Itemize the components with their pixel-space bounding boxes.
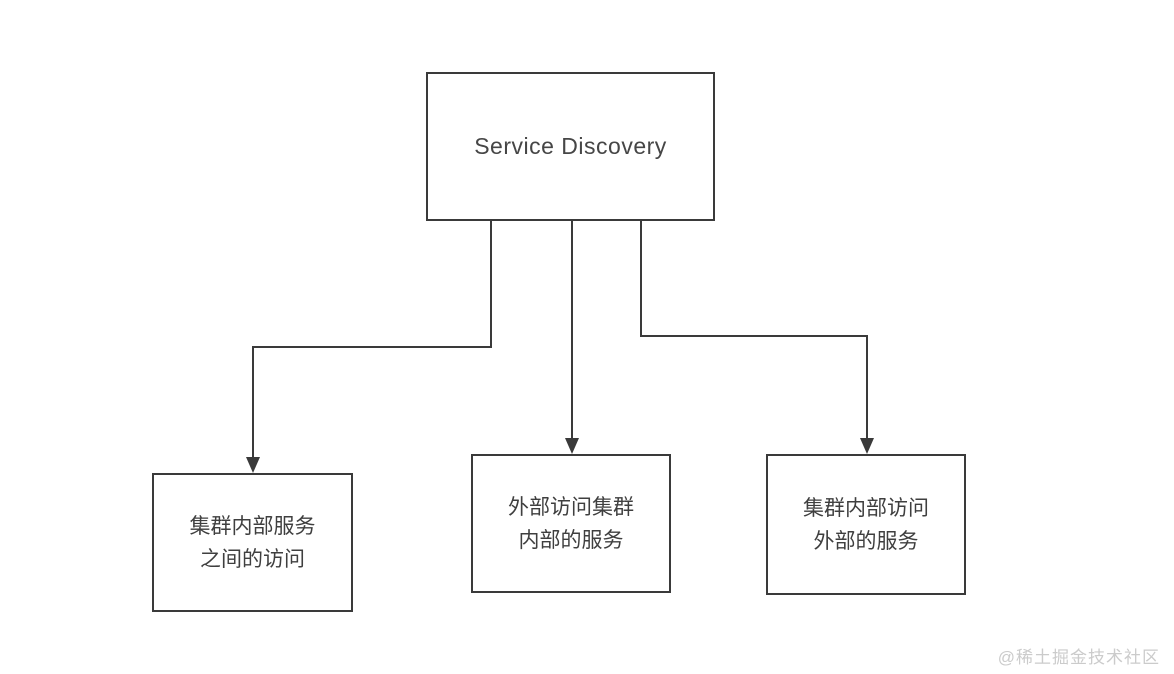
connector-left	[252, 221, 492, 458]
node-cluster-internal-service-access: 集群内部服务 之间的访问	[152, 473, 353, 612]
arrowhead-middle-icon	[565, 438, 579, 454]
node-label-line: 外部的服务	[813, 529, 919, 553]
node-label-line: 内部的服务	[518, 528, 624, 552]
watermark: @稀土掘金技术社区	[997, 648, 1160, 667]
node-label-line: 集群内部访问	[803, 496, 929, 520]
node-cluster-access-to-external-services: 集群内部访问 外部的服务	[766, 454, 966, 595]
node-external-access-to-cluster-services: 外部访问集群 内部的服务	[471, 454, 671, 593]
connector-right	[640, 221, 868, 439]
arrowhead-left-icon	[246, 457, 260, 473]
node-label-line: 之间的访问	[200, 547, 305, 571]
node-service-discovery-label: Service Discovery	[474, 133, 667, 159]
node-service-discovery: Service Discovery	[426, 72, 715, 221]
node-label-line: 集群内部服务	[189, 514, 316, 538]
node-label-line: 外部访问集群	[508, 495, 634, 519]
arrowhead-right-icon	[860, 438, 874, 454]
